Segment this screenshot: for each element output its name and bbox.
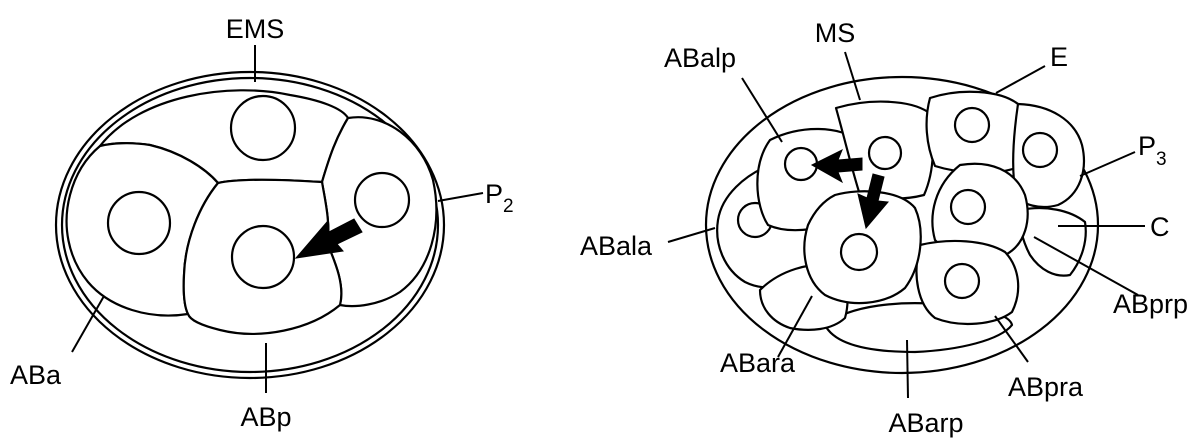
- nucleus-center: [839, 232, 879, 272]
- label-abalp: ABalp: [664, 43, 736, 73]
- leader-ms: [844, 51, 861, 101]
- label-abp: ABp: [240, 402, 291, 432]
- left-embryo: EMS P2 ABa ABp: [10, 14, 514, 432]
- eggshell-outer: [54, 70, 446, 380]
- leader-abarp: [906, 339, 909, 399]
- nucleus-e: [953, 106, 991, 144]
- label-ms: MS: [815, 18, 856, 48]
- leader-p2: [437, 192, 484, 202]
- label-abprp: ABprp: [1113, 289, 1188, 319]
- label-abarp: ABarp: [888, 408, 963, 438]
- division-arrow-right-2: [857, 173, 889, 230]
- leader-abalp: [741, 77, 783, 143]
- label-abara: ABara: [720, 348, 796, 378]
- nucleus-aba: [106, 190, 172, 256]
- nucleus-abp: [230, 224, 296, 290]
- cell-c-back: [1018, 207, 1087, 277]
- label-e: E: [1050, 42, 1068, 72]
- label-abala: ABala: [580, 231, 653, 261]
- label-c: C: [1150, 212, 1170, 242]
- division-arrow-left: [294, 218, 363, 259]
- nucleus-p2: [353, 171, 411, 229]
- eggshell-inner: [60, 76, 440, 374]
- label-p3: P3: [1138, 131, 1167, 170]
- label-p2: P2: [485, 179, 514, 217]
- leader-e: [995, 65, 1046, 94]
- leader-abprp: [1033, 236, 1139, 296]
- label-aba: ABa: [10, 360, 62, 390]
- leader-aba: [71, 295, 105, 353]
- leader-abpra: [994, 315, 1029, 363]
- nucleus-p3: [1021, 131, 1059, 169]
- leader-abara: [777, 295, 813, 358]
- division-arrow-right-1: [810, 148, 863, 184]
- nucleus-abalp: [783, 146, 819, 182]
- nucleus-abprp: [949, 188, 987, 226]
- leader-abala: [667, 227, 716, 243]
- label-abpra: ABpra: [1008, 372, 1084, 402]
- nucleus-ems: [229, 94, 297, 162]
- label-ems: EMS: [226, 14, 285, 44]
- leader-p3: [1079, 151, 1136, 177]
- right-embryo: MS ABalp E P3 ABala C ABprp ABara ABpra …: [580, 18, 1188, 438]
- nucleus-ms: [867, 135, 903, 171]
- nucleus-abpra: [943, 262, 981, 300]
